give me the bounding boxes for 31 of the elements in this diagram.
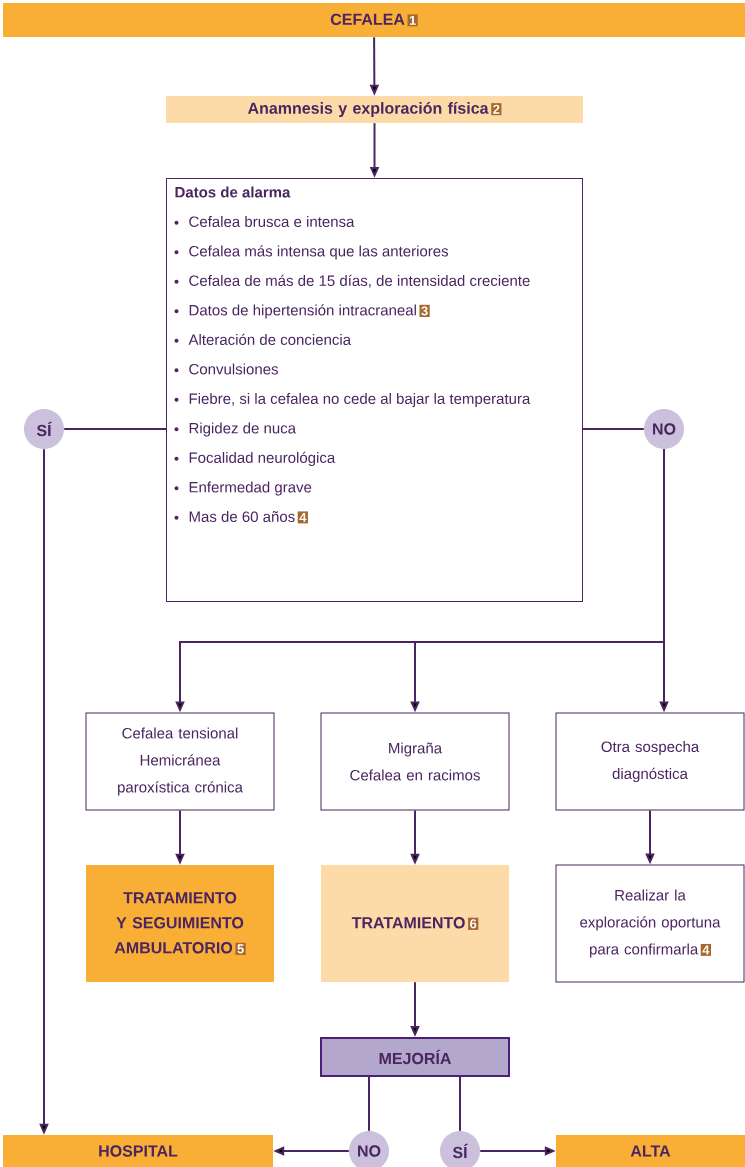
step-box: Anamnesis y exploración física 2 [166,96,583,123]
decision-box: MEJORÍA [320,1037,510,1077]
list-item: Focalidad neurológica [174,451,336,466]
diagnosis-box: Otra sospecha diagnóstica [555,712,745,811]
callout-number: 5 [235,942,246,955]
callout-number: 4 [297,511,308,524]
list-item: Cefalea de más de 15 días, de intensidad creciente [174,274,530,288]
callout-number: 2 [491,103,502,116]
list-item: Convulsiones [174,363,278,375]
callout-number: 6 [468,917,479,930]
callout-number: 4 [700,943,711,956]
list-item: Datos de hipertensión intracraneal [174,304,416,319]
list-item: Alteración de conciencia [174,333,352,345]
action-box: TRATAMIENTO 6 [321,865,509,982]
list-item: Cefalea más intensa que las anteriores [174,245,449,260]
list-item: Rigidez de nuca [174,422,297,437]
diagnosis-box: Migraña Cefalea en racimos [320,712,510,811]
list-item: Enfermedad grave [174,481,312,496]
action-box: TRATAMIENTO Y SEGUIMIENTO AMBULATORIO 5 [86,865,274,982]
outcome-bar: HOSPITAL [3,1135,273,1167]
callout-number: 1 [407,14,418,27]
criteria-box [166,178,583,602]
title-bar: CEFALEA 1 [3,3,745,37]
outcome-bar: ALTA [556,1135,745,1167]
callout-number: 3 [419,304,430,317]
list-heading: Datos de alarma [175,186,291,198]
list-item: Mas de 60 años [174,511,295,522]
diagnosis-box: Cefalea tensional Hemicránea paroxística crónica [85,712,275,811]
list-item: Fiebre, si la cefalea no cede al bajar la temperatura [174,393,531,407]
list-item: Cefalea brusca e intensa [174,216,355,227]
action-box: Realizar la exploración oportuna para confirmarla 4 [555,864,745,983]
